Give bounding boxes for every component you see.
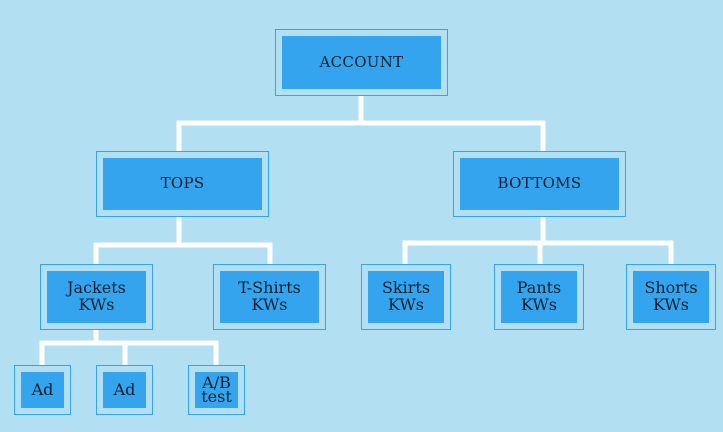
node-skirts-kws-label: Skirts KWs	[368, 271, 444, 323]
node-shorts-kws-label: Shorts KWs	[633, 271, 709, 323]
node-pants-kws-label: Pants KWs	[501, 271, 577, 323]
node-account: ACCOUNT	[275, 29, 448, 96]
node-ad-1-label: Ad	[21, 372, 64, 408]
node-tops: TOPS	[96, 151, 269, 217]
node-tshirts-kws: T-Shirts KWs	[213, 264, 326, 330]
node-jackets-kws-label: Jackets KWs	[47, 271, 146, 323]
node-bottoms-label: BOTTOMS	[460, 158, 619, 210]
node-bottoms: BOTTOMS	[453, 151, 626, 217]
node-pants-kws: Pants KWs	[494, 264, 584, 330]
node-shorts-kws: Shorts KWs	[626, 264, 716, 330]
node-ab-test: A/B test	[188, 365, 245, 415]
node-ad-2: Ad	[96, 365, 153, 415]
node-tshirts-kws-label: T-Shirts KWs	[220, 271, 319, 323]
node-ad-1: Ad	[14, 365, 71, 415]
node-account-label: ACCOUNT	[282, 36, 441, 89]
node-skirts-kws: Skirts KWs	[361, 264, 451, 330]
node-ad-2-label: Ad	[103, 372, 146, 408]
node-ab-test-label: A/B test	[195, 372, 238, 408]
node-tops-label: TOPS	[103, 158, 262, 210]
node-jackets-kws: Jackets KWs	[40, 264, 153, 330]
